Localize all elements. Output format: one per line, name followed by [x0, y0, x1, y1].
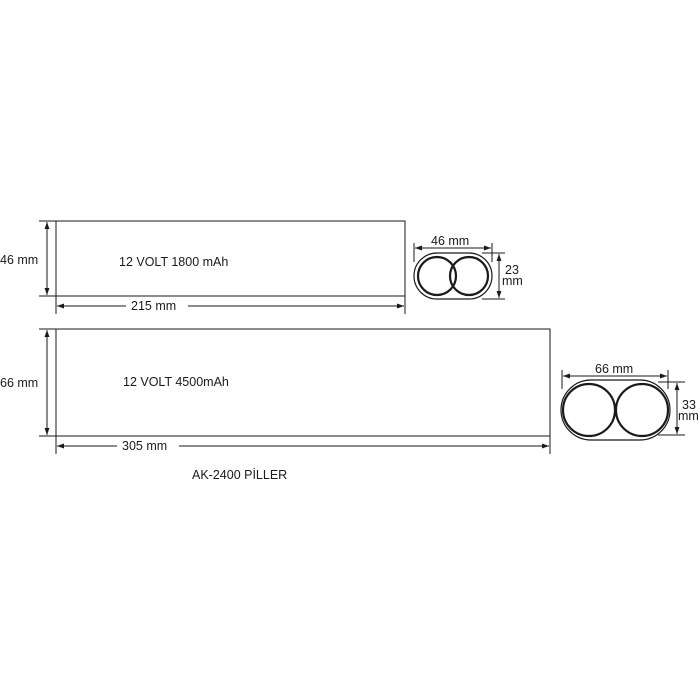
battery-large-end-outline: [560, 379, 671, 441]
battery-small-end-height-unit: mm: [502, 274, 523, 288]
battery-large-end-width-dimension: 66 mm: [561, 361, 669, 389]
battery-small-length-label: 215 mm: [131, 299, 176, 313]
battery-large-length-label: 305 mm: [122, 439, 167, 453]
battery-large: 12 VOLT 4500mAh 66 mm 305 mm: [0, 328, 699, 454]
battery-large-end-height-value: 33: [682, 398, 696, 412]
battery-small-height-label: 46 mm: [0, 253, 38, 267]
battery-large-body: [55, 328, 551, 437]
battery-large-cell-left: [561, 382, 617, 438]
battery-large-cell-right: [614, 382, 670, 438]
battery-small-label: 12 VOLT 1800 mAh: [119, 255, 228, 269]
battery-small-cell-left: [416, 255, 458, 297]
battery-small-end-width-label: 46 mm: [431, 234, 469, 248]
battery-small-body: [55, 220, 406, 297]
battery-small-end-height-dimension: 23 mm: [482, 252, 523, 300]
battery-small-end-outline: [413, 252, 493, 300]
battery-large-end-width-label: 66 mm: [595, 362, 633, 376]
battery-large-end-height-unit: mm: [678, 409, 699, 423]
battery-large-label: 12 VOLT 4500mAh: [123, 375, 229, 389]
battery-small-end-view: [413, 252, 493, 300]
diagram-caption: AK-2400 PİLLER: [192, 468, 287, 482]
battery-large-height-label: 66 mm: [0, 376, 38, 390]
battery-small-height-dimension: 46 mm: [0, 220, 56, 297]
battery-small: 12 VOLT 1800 mAh 46 mm 215 mm: [0, 220, 523, 314]
battery-large-length-dimension: 305 mm: [55, 436, 551, 454]
battery-small-cell-right: [448, 255, 490, 297]
battery-large-end-view: [560, 379, 671, 441]
battery-small-end-width-dimension: 46 mm: [413, 233, 493, 262]
battery-large-height-dimension: 66 mm: [0, 328, 56, 437]
battery-small-length-dimension: 215 mm: [55, 296, 406, 314]
battery-small-end-height-value: 23: [505, 263, 519, 277]
battery-large-end-height-dimension: 33 mm: [658, 381, 699, 436]
